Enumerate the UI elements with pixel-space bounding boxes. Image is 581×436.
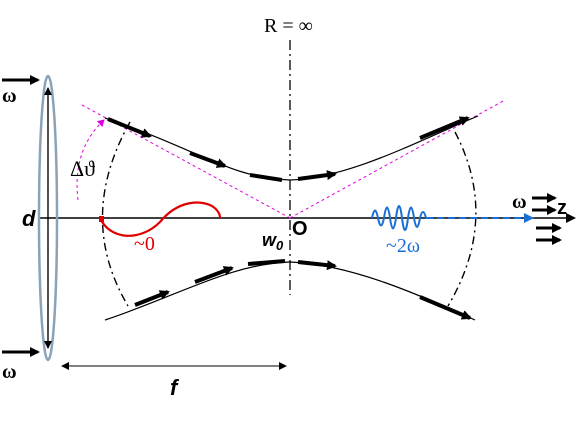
omega-bottom-left-label: ω [2, 361, 17, 383]
waist-symbol: w [262, 230, 277, 250]
upper-beam-arrows [107, 116, 470, 182]
aperture-label: d [22, 206, 36, 231]
red-wave [98, 201, 222, 237]
waist-subscript: 0 [276, 238, 284, 253]
focal-label: f [170, 375, 180, 400]
red-phase-label: ~0 [134, 233, 155, 255]
blue-wave-packet [371, 205, 427, 231]
axis-label: z [557, 197, 567, 219]
blue-frequency-label: ~2ω [386, 235, 420, 257]
lens [37, 74, 59, 362]
red-wave-marker [99, 216, 104, 222]
origin-label: O [292, 218, 308, 240]
beam-envelope-lower [104, 261, 476, 321]
lower-beam-arrows [134, 259, 472, 320]
output-arrows [532, 193, 562, 245]
radius-label: R = ∞ [264, 15, 313, 37]
wavefront-right [447, 131, 477, 307]
angle-label: Δϑ [70, 156, 95, 181]
omega-top-left-label: ω [2, 85, 17, 107]
omega-right-label: ω [512, 191, 527, 213]
wavefront-left [101, 121, 131, 307]
divergence-angle-arc [76, 119, 105, 201]
beam-envelope-upper [104, 115, 479, 181]
waist-label: w0 [262, 230, 284, 253]
